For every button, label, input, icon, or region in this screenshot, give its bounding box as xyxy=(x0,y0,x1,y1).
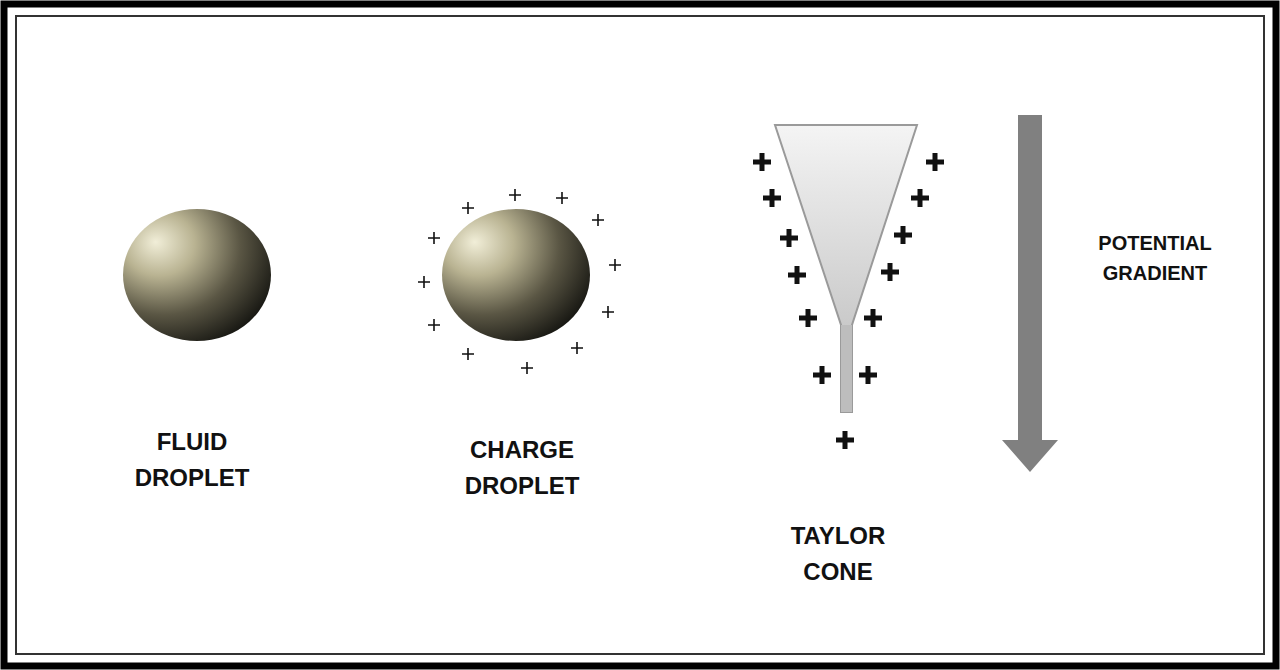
taylor-cone xyxy=(775,125,917,412)
frame-outer xyxy=(4,4,1276,666)
fluid-droplet xyxy=(123,209,271,341)
arrow-label: POTENTIAL GRADIENT xyxy=(1080,228,1230,288)
gradient-arrow xyxy=(1002,115,1058,472)
jet xyxy=(841,325,852,412)
droplet-label: CHARGE DROPLET xyxy=(457,432,587,504)
charge-signs xyxy=(418,189,621,374)
cone-label: TAYLOR CONE xyxy=(778,518,898,590)
droplet-label: FLUID DROPLET xyxy=(127,424,257,496)
charged-droplet xyxy=(442,209,590,341)
frame-inner xyxy=(16,16,1264,654)
cone-charge-signs xyxy=(753,153,944,449)
